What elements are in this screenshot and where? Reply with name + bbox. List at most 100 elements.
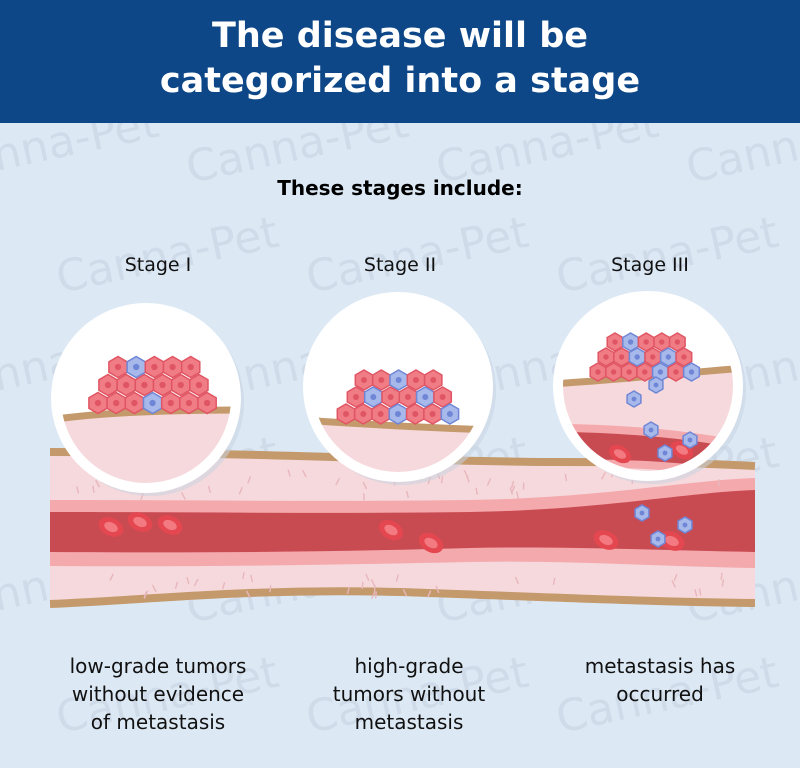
cell-nucleus xyxy=(648,427,654,433)
page-title: The disease will be categorized into a s… xyxy=(0,14,800,104)
cell-nucleus xyxy=(595,369,601,375)
cell-nucleus xyxy=(133,363,140,371)
cell-center xyxy=(424,537,438,549)
tissue-dash xyxy=(510,480,515,489)
tissue-dash xyxy=(511,485,516,493)
stage-3-magnifier xyxy=(553,291,746,484)
cell-nucleus xyxy=(626,369,632,375)
tumor-cell-pink xyxy=(144,355,165,379)
tumor-cell-pink xyxy=(675,347,693,367)
cell-nucleus xyxy=(114,363,122,371)
cell-center xyxy=(163,519,177,531)
tumor-cell-pink xyxy=(152,373,173,397)
cell-nucleus xyxy=(657,369,664,375)
tumor-cell-pink xyxy=(644,347,662,367)
tumor-cell-pink xyxy=(354,369,374,391)
tissue-dash xyxy=(76,486,80,494)
tissue-dash xyxy=(95,479,101,488)
tissue-dash xyxy=(564,473,568,482)
tissue-dash xyxy=(405,490,410,499)
tumor-cell-pink xyxy=(179,391,199,415)
cell-nucleus xyxy=(123,381,130,389)
tumor-cell-blue xyxy=(648,376,664,394)
tissue-dash xyxy=(374,591,378,599)
tumor-cell-pink xyxy=(98,373,118,397)
cell-nucleus xyxy=(627,339,634,345)
cell-nucleus xyxy=(149,399,156,407)
tumor-cell-pink xyxy=(405,403,425,425)
cell-nucleus xyxy=(185,399,193,407)
cell-nucleus xyxy=(151,363,158,371)
tumor-cell-blue xyxy=(626,390,642,408)
tumor-cell-blue xyxy=(634,504,650,522)
tissue-dash xyxy=(221,582,226,590)
stage-3-description: metastasis has occurred xyxy=(540,652,780,708)
stage-3-label: Stage III xyxy=(611,254,689,276)
cell-nucleus xyxy=(650,354,656,360)
tissue-dash xyxy=(402,589,408,597)
cell-nucleus xyxy=(104,381,112,389)
tumor-cell-blue xyxy=(677,516,693,534)
cell-nucleus xyxy=(674,339,681,345)
blood-cell xyxy=(127,512,153,532)
tumor-cell-blue xyxy=(682,431,698,449)
tissue-dash xyxy=(302,469,307,478)
cell-center xyxy=(613,449,627,459)
tissue-dash xyxy=(207,485,212,494)
cell-nucleus xyxy=(430,377,437,383)
tissue-dash xyxy=(698,588,702,596)
tumor-cell-pink xyxy=(88,391,108,415)
tissue-dash xyxy=(269,585,272,593)
description-line: occurred xyxy=(616,682,704,706)
cell-nucleus xyxy=(665,354,672,360)
description-line: high-grade xyxy=(354,654,464,678)
blood-vessel-inner xyxy=(50,490,755,553)
tumor-cell-pink xyxy=(667,362,685,382)
cell-nucleus xyxy=(361,377,367,383)
tumor-cell-pink xyxy=(108,355,128,379)
tissue-dash xyxy=(92,485,95,493)
tumor-cell-pink xyxy=(381,386,401,408)
description-line: metastasis has xyxy=(584,654,736,678)
header-banner: The disease will be categorized into a s… xyxy=(0,0,800,123)
tumor-cell-blue xyxy=(659,347,677,367)
cell-nucleus xyxy=(655,536,661,542)
cell-nucleus xyxy=(639,510,645,516)
tissue-dash xyxy=(371,591,376,600)
tissue-dash xyxy=(514,576,519,585)
cell-nucleus xyxy=(631,396,637,402)
cell-nucleus xyxy=(603,354,609,360)
tissue-dash xyxy=(440,476,444,484)
cell-nucleus xyxy=(343,411,349,417)
tumor-cell-pink xyxy=(170,373,191,397)
cell-nucleus xyxy=(673,369,679,375)
cell-nucleus xyxy=(378,377,385,383)
cell-center xyxy=(599,534,613,546)
cell-nucleus xyxy=(653,382,659,388)
tissue-dash xyxy=(365,573,370,582)
stage-2-magnifier xyxy=(303,292,496,485)
stage-1-description: low-grade tumors without evidence of met… xyxy=(38,652,278,736)
blood-cell xyxy=(608,444,632,464)
tissue-dash xyxy=(362,481,368,490)
tissue-dash xyxy=(721,579,725,587)
cell-nucleus xyxy=(659,339,665,345)
stages-subheading: These stages include: xyxy=(277,176,523,200)
tissue-dash xyxy=(287,469,291,477)
cell-nucleus xyxy=(643,339,649,345)
tumor-cell-pink xyxy=(433,386,453,408)
blood-cell xyxy=(418,532,444,554)
tumor-cell-blue xyxy=(643,421,659,439)
cell-nucleus xyxy=(634,354,640,360)
tumor-cell-pink xyxy=(106,391,127,415)
description-line: without evidence xyxy=(71,682,245,706)
tissue-dash xyxy=(463,469,469,478)
cell-nucleus xyxy=(377,411,384,417)
blood-cell xyxy=(659,531,685,551)
tissue-dash xyxy=(395,574,400,582)
blood-cell xyxy=(157,515,183,535)
cell-nucleus xyxy=(395,377,402,383)
stage-1-tumor xyxy=(88,355,217,415)
